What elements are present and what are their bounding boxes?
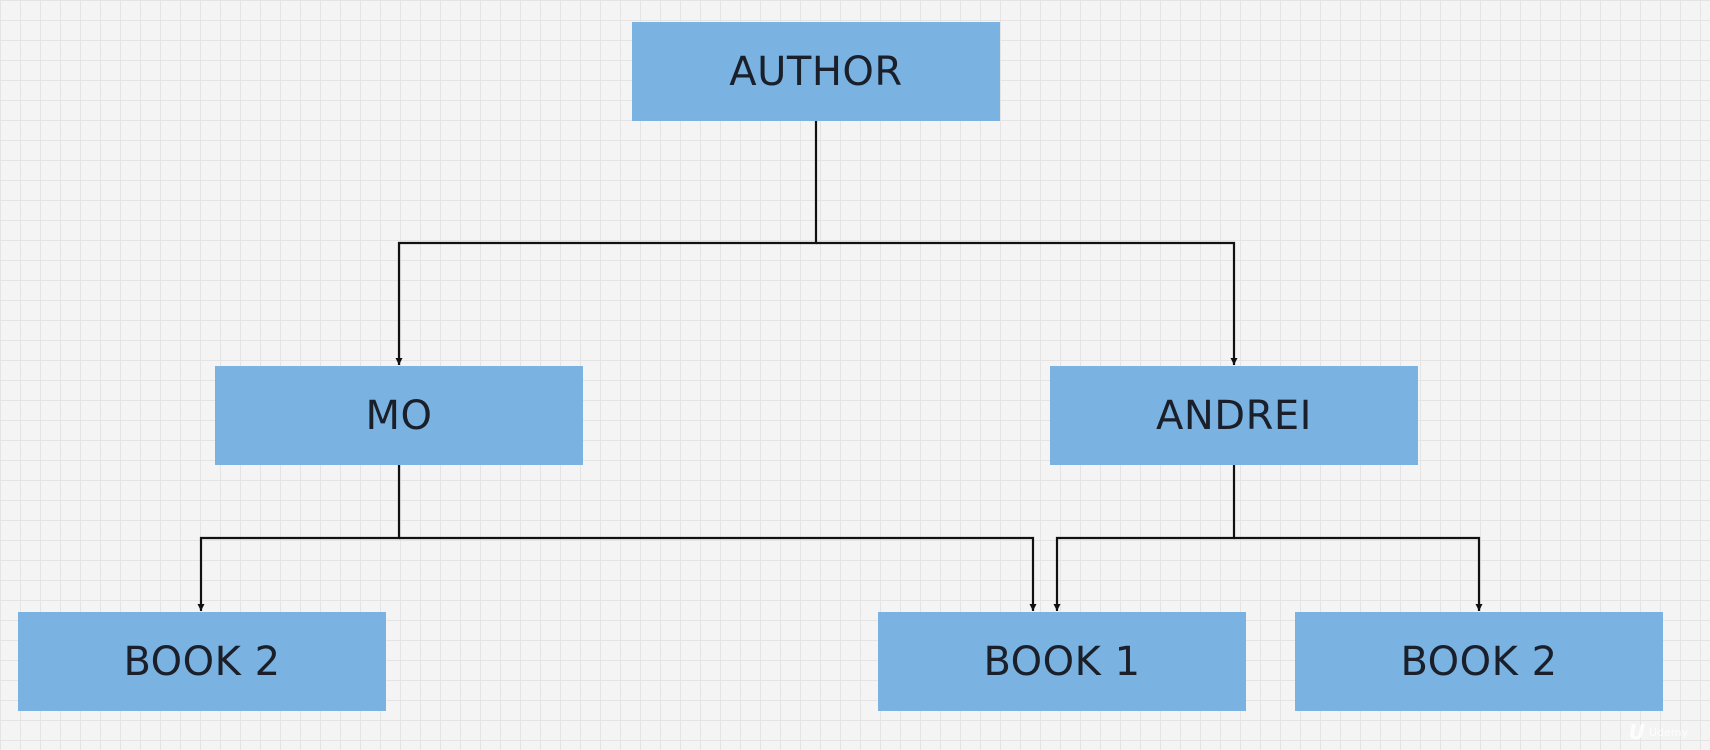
udemy-logo-icon: U [1628,720,1645,744]
edge-andrei-book1 [1053,465,1236,611]
edge-andrei-book2-right [1234,536,1483,611]
node-author-label: AUTHOR [729,48,903,95]
node-book2-right-label: BOOK 2 [1400,638,1558,685]
node-andrei: ANDREI [1050,366,1418,465]
node-book2-left: BOOK 2 [18,612,386,711]
node-andrei-label: ANDREI [1156,392,1312,439]
edge-mo-book2-left [197,465,401,611]
node-book2-right: BOOK 2 [1295,612,1663,711]
edge-mo-book1 [399,536,1037,611]
node-book1: BOOK 1 [878,612,1246,711]
node-book2-left-label: BOOK 2 [123,638,281,685]
node-author: AUTHOR [632,22,1000,121]
edge-author-andrei [816,241,1238,365]
edge-author-mo [395,121,818,365]
node-mo-label: MO [365,392,433,439]
node-mo: MO [215,366,583,465]
udemy-watermark: U Udemy [1629,720,1688,744]
node-book1-label: BOOK 1 [983,638,1141,685]
watermark-text: Udemy [1648,725,1688,739]
